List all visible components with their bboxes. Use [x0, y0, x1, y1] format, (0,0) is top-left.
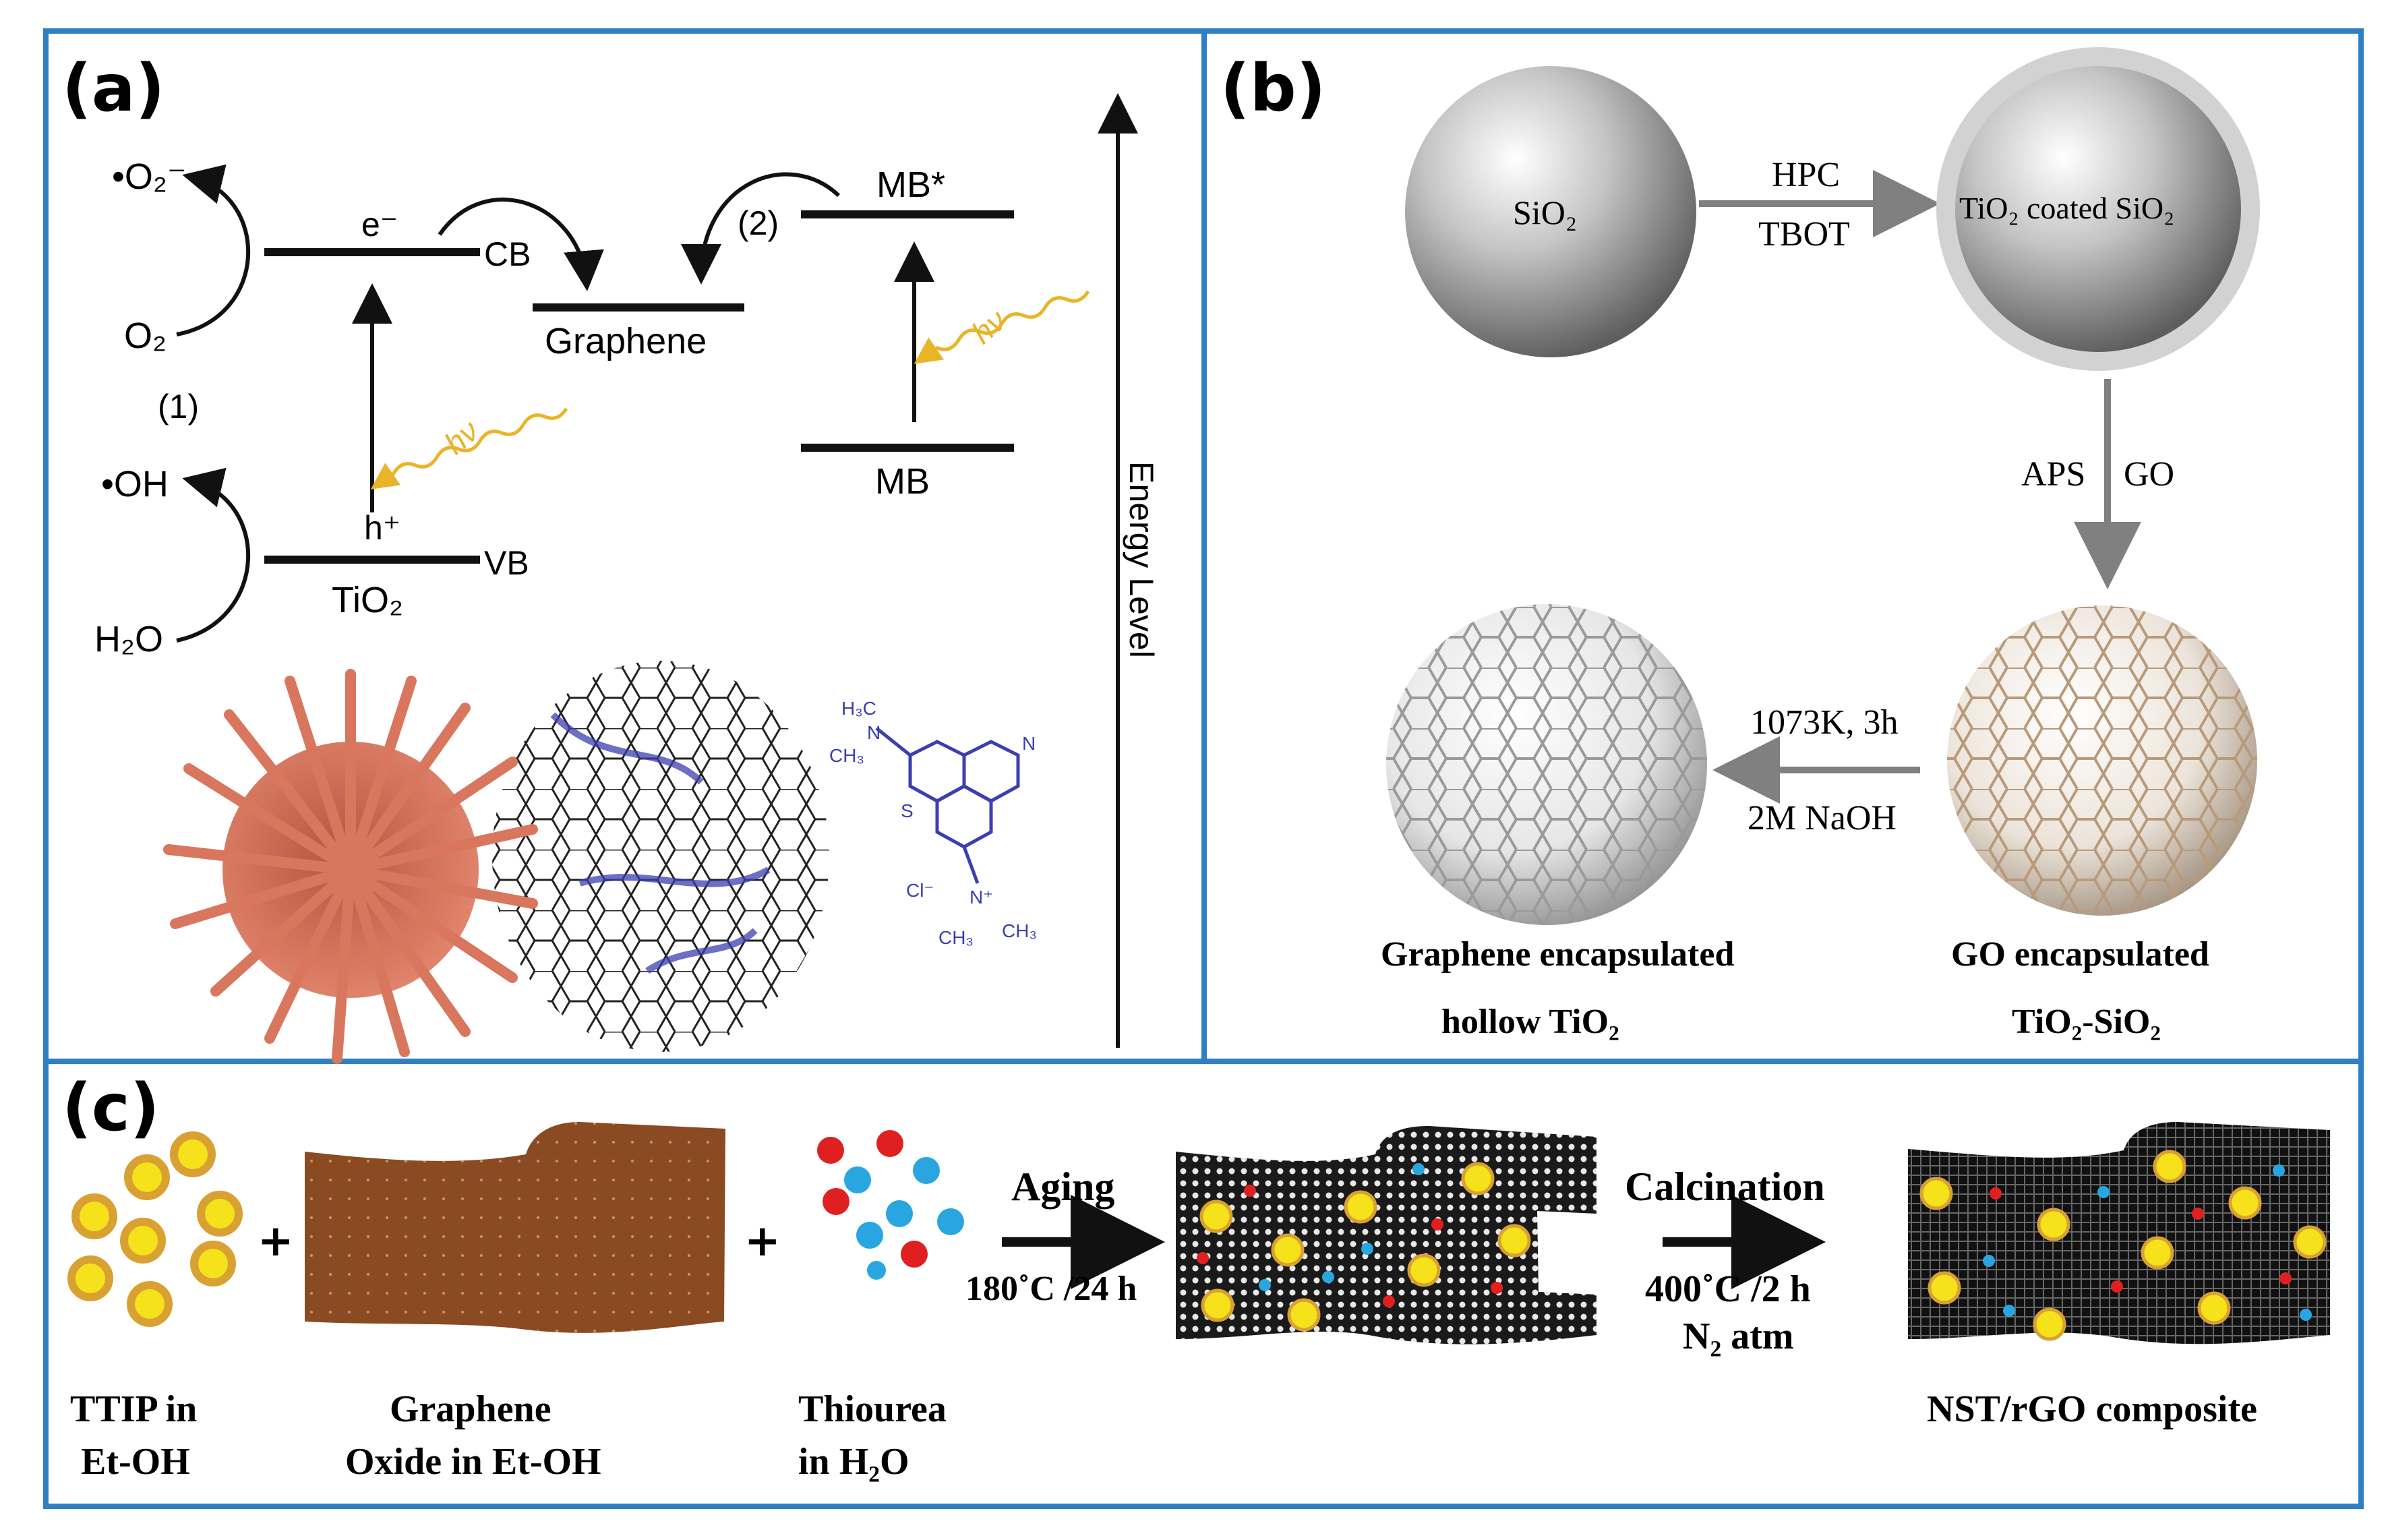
product-caption: NST/rGO composite — [1927, 1388, 2257, 1430]
step-2-label: (2) — [738, 204, 779, 242]
go-caption-line2: TiO₂-SiO₂ — [2012, 1003, 2161, 1041]
thiourea-ions — [817, 1130, 964, 1280]
h2o-label: H₂O — [94, 619, 163, 659]
hv-wave-1 — [370, 407, 568, 490]
panel-a: Energy Level •O₂⁻ O₂ (1) •OH H₂O e⁻ CB h… — [94, 93, 1160, 1064]
mb-ch3b-label: CH₃ — [1002, 920, 1037, 941]
mb-ch3-label: CH₃ — [829, 745, 864, 766]
graphene-label: Graphene — [545, 321, 707, 361]
panel-b: SiO₂ HPC TBOT TiO₂ coated SiO₂ APS GO 10… — [1381, 47, 2260, 1041]
go-caption-line2: Oxide in Et-OH — [345, 1441, 601, 1483]
intermediate-composite-sheet — [1176, 1126, 1596, 1344]
h2o-oxidation-arrow — [176, 467, 250, 643]
temp-label: 1073K, 3h — [1750, 703, 1899, 742]
tio2-label: TiO₂ — [332, 580, 403, 620]
electron-transfer-arrow — [438, 198, 604, 291]
step-1-label: (1) — [158, 388, 199, 425]
hpc-label: HPC — [1772, 156, 1840, 194]
tio2-urchin-illustration — [163, 669, 538, 1064]
graphene-encapsulated-sphere — [1386, 604, 1707, 925]
o2-reduction-arrow — [176, 164, 250, 336]
panel-label-b: (b) — [1220, 51, 1325, 126]
mb-ch3c-label: CH₃ — [938, 927, 974, 948]
aging-condition-label: 180˚C /24 h — [965, 1270, 1137, 1308]
sio2-label: SiO₂ — [1513, 194, 1577, 231]
panel-c: + + Aging 180˚C /24 h — [67, 1122, 2330, 1483]
thiourea-caption-line2: in H₂O — [798, 1441, 909, 1483]
tio2-coated-label: TiO₂ coated SiO₂ — [1959, 191, 2174, 225]
plus-sign-2: + — [744, 1216, 781, 1266]
o2-radical-label: •O₂⁻ — [112, 156, 186, 197]
mb-n3-label: N⁺ — [969, 887, 993, 908]
oh-radical-label: •OH — [101, 464, 169, 504]
tio2-coated-sphere — [1955, 66, 2241, 352]
mb-cl-label: Cl⁻ — [906, 880, 934, 901]
mb-h3c-label: H₃C — [841, 698, 876, 719]
hole-label: h⁺ — [364, 509, 400, 547]
thiourea-caption-line1: Thiourea — [798, 1388, 947, 1430]
adsorbed-dye-chains — [550, 712, 771, 974]
plus-sign-1: + — [258, 1216, 294, 1266]
mb-star-label: MB* — [876, 165, 945, 205]
energy-axis-label: Energy Level — [1123, 461, 1160, 658]
aging-label: Aging — [1011, 1164, 1114, 1209]
mb-n2-label: N — [1022, 733, 1036, 754]
aps-label: APS — [2021, 455, 2085, 494]
graphene-caption-line2: hollow TiO₂ — [1441, 1003, 1619, 1041]
graphene-sheet-illustration — [492, 661, 829, 1052]
go-caption-line1: Graphene — [390, 1388, 551, 1430]
tbot-label: TBOT — [1758, 215, 1850, 254]
vb-label: VB — [484, 544, 529, 582]
go-caption-line1: GO encapsulated — [1951, 935, 2209, 974]
panel-label-a: (a) — [62, 51, 165, 126]
electron-label: e⁻ — [361, 206, 398, 243]
ttip-caption-line2: Et-OH — [81, 1441, 190, 1483]
go-label: GO — [2124, 455, 2174, 494]
o2-label: O₂ — [124, 316, 167, 356]
cb-label: CB — [484, 235, 531, 273]
panel-frames — [43, 28, 2364, 1509]
go-encapsulated-sphere — [1947, 605, 2257, 916]
ttip-particles — [67, 1131, 243, 1327]
calcination-atmosphere-label: N₂ atm — [1683, 1315, 1794, 1357]
mb-s-label: S — [901, 800, 914, 821]
methylene-blue-structure — [875, 727, 1020, 884]
mb-label: MB — [875, 461, 930, 502]
go-sheet — [305, 1122, 725, 1333]
calcination-condition-label: 400˚C /2 h — [1645, 1268, 1811, 1310]
mb-transfer-arrow — [681, 172, 841, 285]
mb-n1-label: N — [867, 722, 880, 743]
nst-rgo-composite-sheet — [1908, 1122, 2330, 1344]
panel-label-c: (c) — [62, 1070, 160, 1146]
hv-label-2: hν — [965, 303, 1013, 351]
sio2-sphere — [1405, 66, 1696, 357]
graphene-caption-line1: Graphene encapsulated — [1381, 935, 1734, 974]
hv-label-1: hν — [438, 413, 485, 461]
naoh-label: 2M NaOH — [1748, 799, 1897, 837]
calcination-label: Calcination — [1625, 1164, 1825, 1209]
hv-wave-2 — [914, 290, 1090, 364]
ttip-caption-line1: TTIP in — [70, 1388, 197, 1430]
